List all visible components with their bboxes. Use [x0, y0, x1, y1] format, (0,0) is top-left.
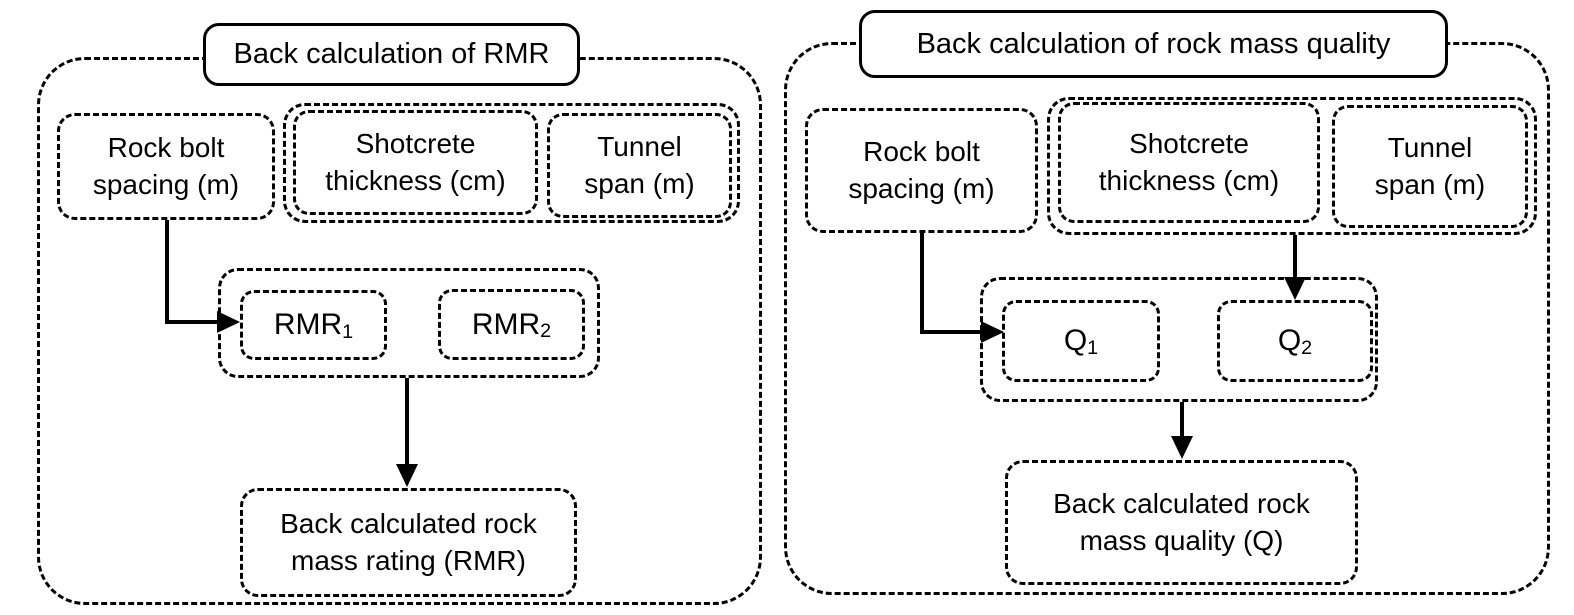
tunnel-right-line2: span (m) — [1374, 168, 1486, 200]
rock-bolt-spacing-right-line2: spacing (m) — [848, 172, 995, 204]
rock-bolt-spacing-left-line2: spacing (m) — [92, 168, 240, 200]
rmr1-subscript: 1 — [342, 320, 354, 343]
rock-bolt-spacing-box-left: Rock bolt spacing (m) — [57, 113, 275, 220]
shotcrete-thickness-box-left: Shotcrete thickness (cm) — [293, 110, 538, 215]
back-calculated-q-box: Back calculated rock mass quality (Q) — [1005, 460, 1358, 585]
back-calculated-q-line1: Back calculated rock — [1053, 487, 1310, 519]
rock-bolt-spacing-box-right: Rock bolt spacing (m) — [805, 108, 1038, 233]
rmr2-base: RMR — [471, 307, 541, 341]
rmr2-subscript: 2 — [540, 320, 552, 343]
q1-base: Q — [1063, 324, 1088, 357]
rmr2-label: RMR2 — [471, 307, 552, 343]
shotcrete-right-line2: thickness (cm) — [1098, 164, 1280, 196]
left-panel-title-box: Back calculation of RMR — [203, 23, 580, 86]
q2-base: Q — [1277, 324, 1302, 357]
back-calculated-rmr-box: Back calculated rock mass rating (RMR) — [240, 488, 577, 597]
q2-box: Q2 — [1217, 300, 1373, 382]
q1-label: Q1 — [1063, 324, 1099, 359]
q2-subscript: 2 — [1301, 336, 1313, 359]
right-panel-title-box: Back calculation of rock mass quality — [859, 10, 1448, 78]
rmr1-base: RMR — [273, 308, 343, 341]
tunnel-right-line1: Tunnel — [1387, 131, 1473, 163]
tunnel-span-box-right: Tunnel span (m) — [1332, 105, 1528, 228]
q2-label: Q2 — [1277, 324, 1313, 359]
rmr2-box: RMR2 — [438, 289, 585, 360]
back-calculated-rmr-line1: Back calculated rock — [280, 507, 537, 539]
back-calculated-rmr-line2: mass rating (RMR) — [291, 544, 526, 576]
rmr1-label: RMR1 — [273, 308, 354, 343]
q1-subscript: 1 — [1087, 336, 1099, 359]
rock-bolt-spacing-right-line1: Rock bolt — [863, 135, 980, 167]
rock-bolt-spacing-left-line1: Rock bolt — [107, 131, 225, 163]
rmr1-box: RMR1 — [240, 290, 387, 360]
shotcrete-left-line1: Shotcrete — [355, 127, 476, 159]
shotcrete-left-line2: thickness (cm) — [325, 164, 506, 196]
q1-box: Q1 — [1002, 300, 1160, 382]
tunnel-span-box-left: Tunnel span (m) — [547, 113, 732, 218]
tunnel-left-line2: span (m) — [584, 167, 695, 199]
tunnel-left-line1: Tunnel — [597, 130, 682, 162]
shotcrete-thickness-box-right: Shotcrete thickness (cm) — [1058, 102, 1320, 223]
back-calculated-q-line2: mass quality (Q) — [1079, 524, 1284, 556]
left-panel-title: Back calculation of RMR — [233, 38, 550, 70]
right-panel-title: Back calculation of rock mass quality — [916, 27, 1391, 60]
shotcrete-right-line1: Shotcrete — [1129, 127, 1249, 159]
